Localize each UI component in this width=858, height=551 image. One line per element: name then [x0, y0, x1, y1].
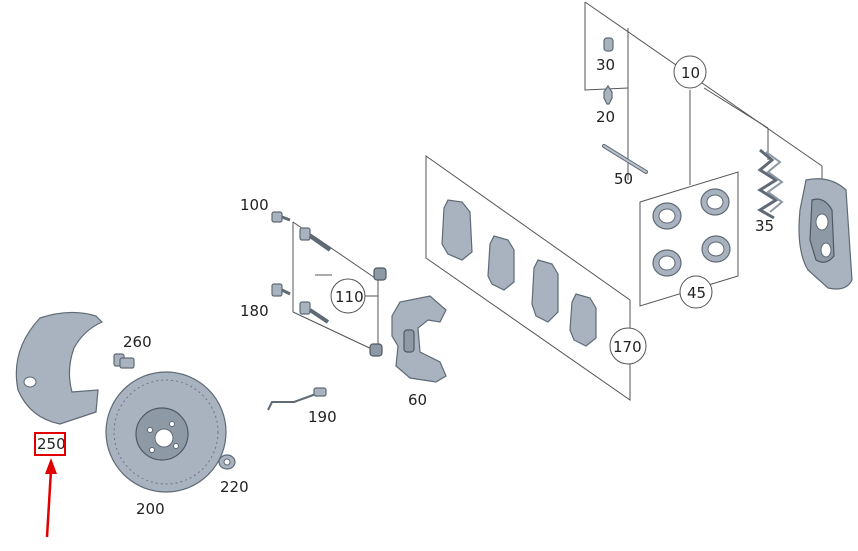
label-60[interactable]: 60 [408, 391, 427, 409]
highlight-arrow-icon [45, 458, 57, 538]
label-190[interactable]: 190 [308, 408, 337, 426]
part-35-spring-icon [757, 148, 784, 220]
part-45-seals-icon [652, 188, 731, 277]
label-170[interactable]: 170 [613, 338, 642, 356]
callout-circle-170 [609, 327, 647, 365]
label-10[interactable]: 10 [681, 64, 700, 82]
label-20[interactable]: 20 [596, 108, 615, 126]
label-30[interactable]: 30 [596, 56, 615, 74]
label-180[interactable]: 180 [240, 302, 269, 320]
part-100-bolt-icon [271, 211, 332, 252]
label-260[interactable]: 260 [123, 333, 152, 351]
highlight-box [34, 432, 66, 456]
part-50-pin-icon [602, 144, 648, 174]
label-50[interactable]: 50 [614, 170, 633, 188]
part-110-cap-icon [369, 267, 387, 357]
part-30-cap-icon [603, 37, 614, 52]
callout-circle-110 [330, 278, 366, 314]
part-60-bracket-icon [391, 295, 447, 383]
part-260-bolt-icon [113, 353, 135, 369]
callout-circle-45 [679, 275, 713, 309]
label-200[interactable]: 200 [136, 500, 165, 518]
part-20-bleeder-icon [603, 84, 613, 105]
part-10-caliper-icon [798, 178, 853, 290]
part-170-pads-icon [441, 199, 597, 347]
label-100[interactable]: 100 [240, 196, 269, 214]
callout-circle-10 [673, 55, 707, 89]
part-250-shield-icon [15, 311, 104, 425]
part-190-sensor-icon [267, 387, 327, 411]
part-200-disc-icon [105, 371, 227, 493]
part-220-bolt-icon [218, 454, 236, 470]
label-45[interactable]: 45 [687, 284, 706, 302]
label-250[interactable]: 250 [37, 435, 66, 453]
label-220[interactable]: 220 [220, 478, 249, 496]
leader-lines [292, 1, 823, 401]
part-180-bolt-icon [271, 283, 330, 324]
label-110[interactable]: 110 [335, 288, 364, 306]
label-35[interactable]: 35 [755, 217, 774, 235]
